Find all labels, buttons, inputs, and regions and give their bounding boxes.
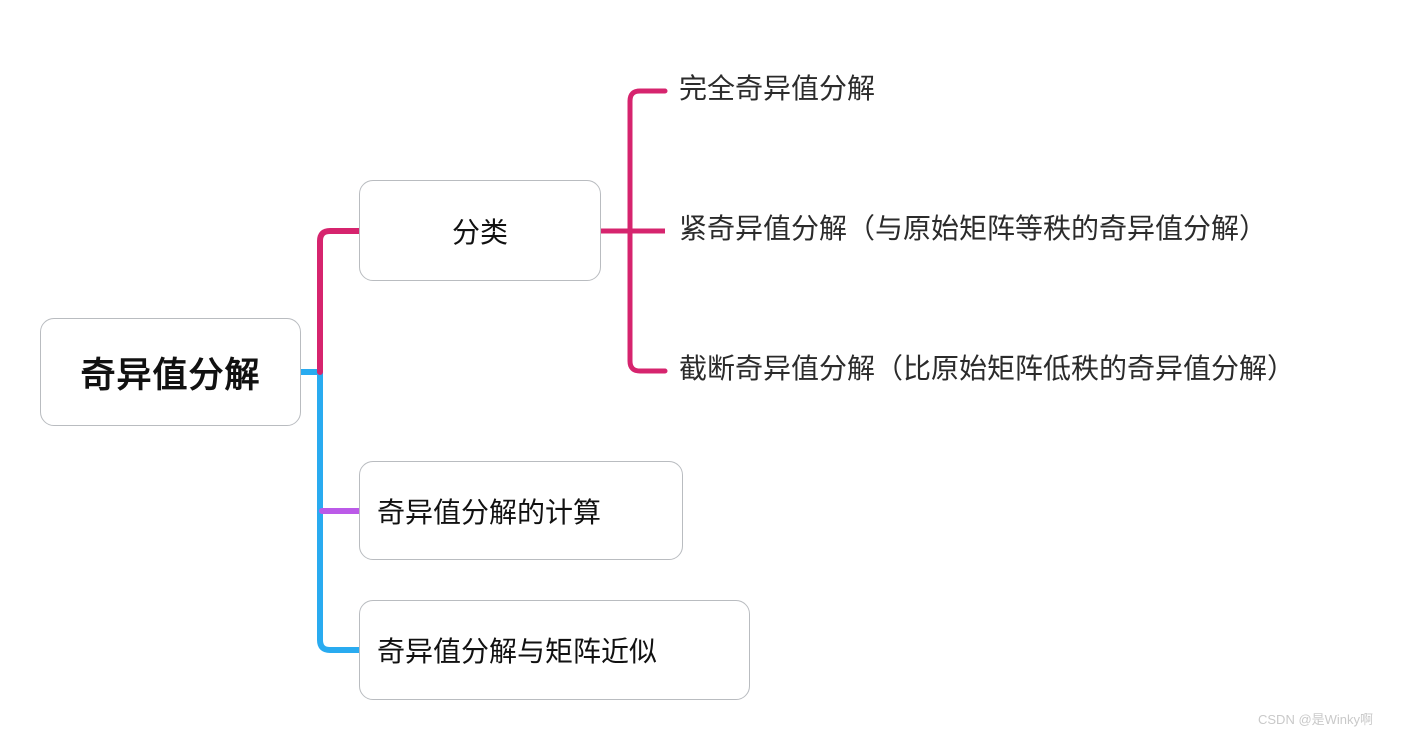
watermark-text: CSDN @是Winky啊 — [1258, 712, 1374, 727]
node-root-svd[interactable]: 奇异值分解 — [40, 318, 301, 426]
connector-root-to-matrix-approx — [298, 369, 363, 653]
connector-classification-to-complete-svd — [627, 88, 668, 234]
connector-classification-to-truncated-svd — [627, 228, 668, 374]
connector-root-to-classification — [317, 228, 363, 375]
node-branch-classification[interactable]: 分类 — [359, 180, 601, 281]
node-branch-computation[interactable]: 奇异值分解的计算 — [359, 461, 683, 560]
leaf-truncated-svd[interactable]: 截断奇异值分解（比原始矩阵低秩的奇异值分解） — [679, 353, 1296, 384]
node-branch-matrix-approximation[interactable]: 奇异值分解与矩阵近似 — [359, 600, 750, 700]
leaf-complete-svd[interactable]: 完全奇异值分解 — [679, 73, 876, 104]
leaf-compact-svd[interactable]: 紧奇异值分解（与原始矩阵等秩的奇异值分解） — [679, 213, 1268, 244]
